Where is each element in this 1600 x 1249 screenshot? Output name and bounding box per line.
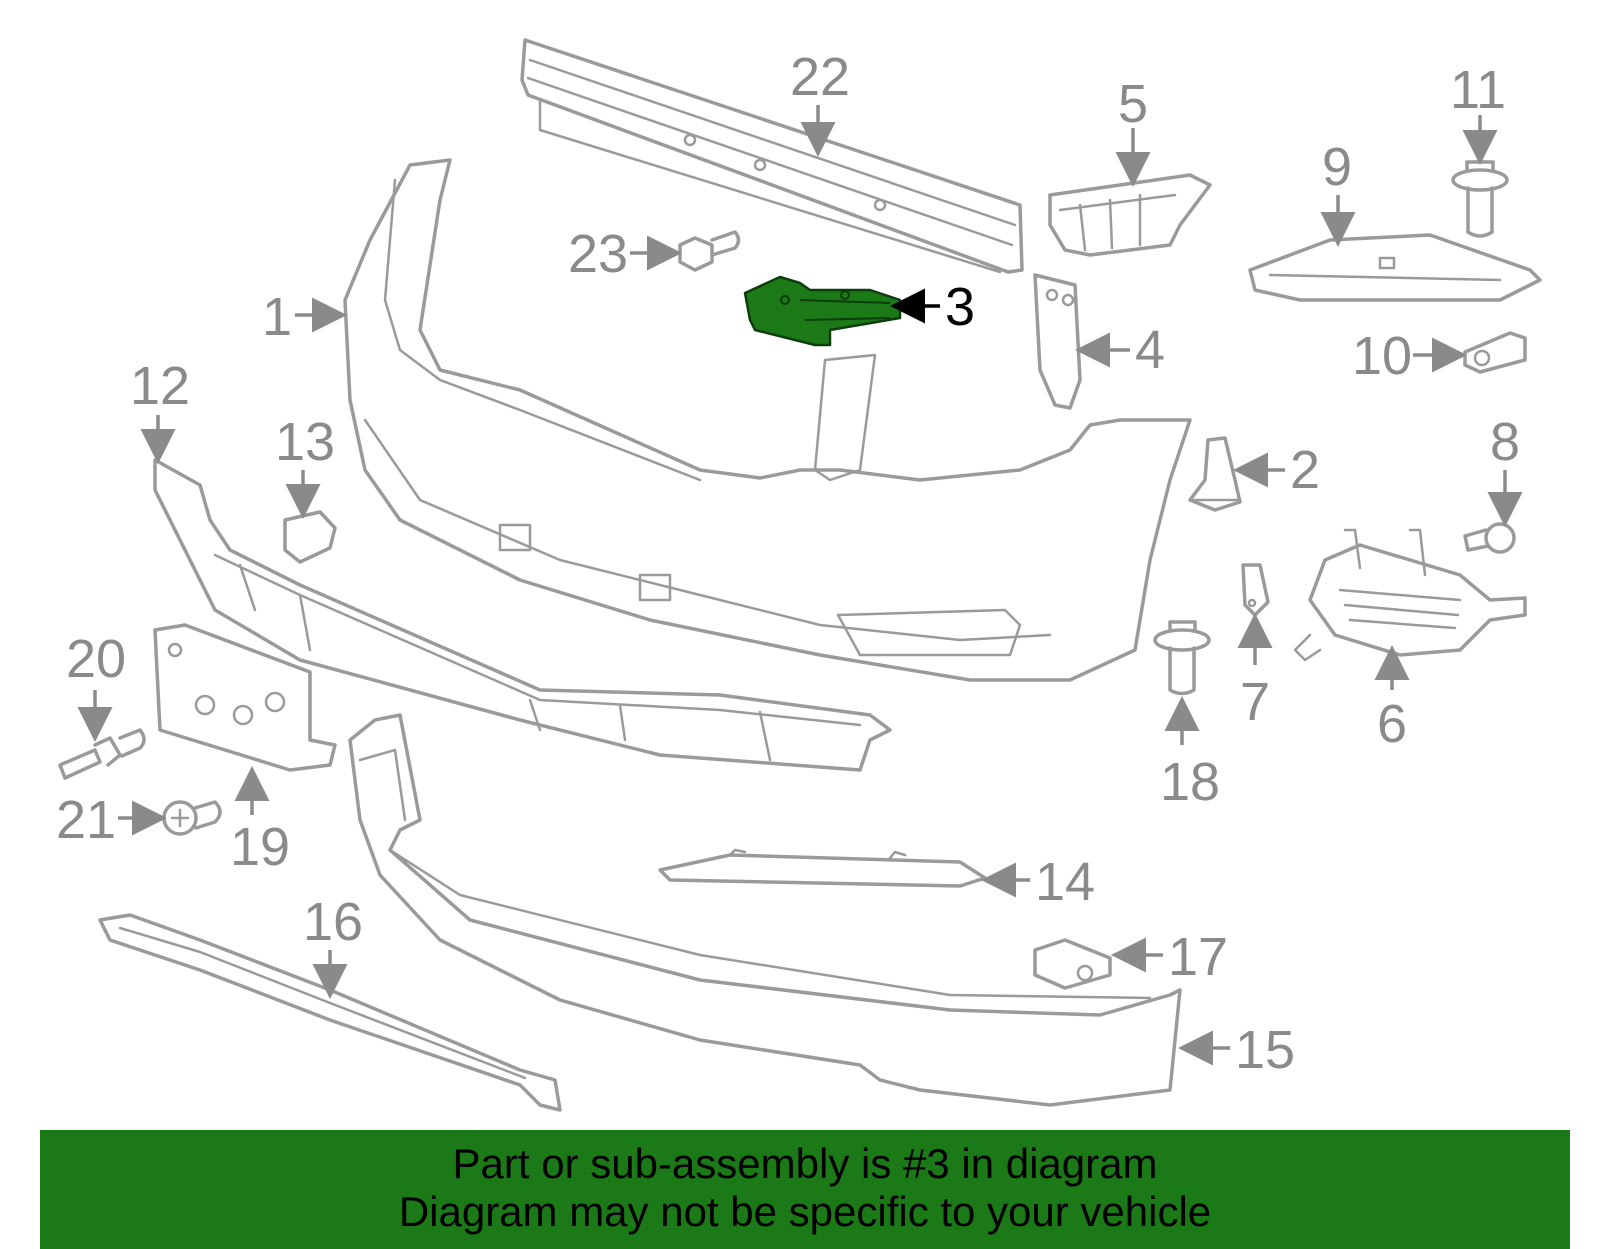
part-8-screw [1463, 522, 1516, 554]
svg-text:12: 12 [130, 356, 190, 416]
info-banner: Part or sub-assembly is #3 in diagram Di… [40, 1130, 1570, 1249]
callout-19: 19 [230, 766, 290, 877]
callout-4: 4 [1075, 320, 1165, 380]
svg-text:4: 4 [1135, 320, 1165, 380]
svg-text:8: 8 [1490, 412, 1520, 472]
callout-2: 2 [1233, 440, 1320, 500]
callout-6: 6 [1374, 645, 1410, 754]
svg-text:18: 18 [1160, 752, 1220, 812]
callout-13: 13 [275, 412, 335, 519]
svg-text:23: 23 [568, 224, 628, 284]
svg-text:2: 2 [1290, 440, 1320, 500]
callout-11: 11 [1450, 60, 1506, 165]
part-11-bolt [1451, 160, 1509, 238]
svg-text:16: 16 [303, 892, 363, 952]
callout-18: 18 [1160, 696, 1220, 812]
banner-line-1: Part or sub-assembly is #3 in diagram [452, 1140, 1158, 1187]
part-6-fog-lamp [1293, 528, 1527, 662]
svg-text:11: 11 [1450, 60, 1506, 120]
part-10-nut [1463, 331, 1527, 374]
part-14-trim-strip [658, 848, 987, 888]
svg-text:13: 13 [275, 412, 335, 472]
part-5-bracket [1048, 173, 1212, 257]
callout-15: 15 [1178, 1020, 1295, 1080]
callout-8: 8 [1487, 412, 1523, 527]
part-7-clip [1241, 563, 1270, 617]
part-19-license-bracket [153, 623, 337, 772]
svg-text:9: 9 [1322, 137, 1352, 197]
parts-diagram: 1 2 3 4 5 6 7 8 9 10 11 12 [56, 38, 1542, 1112]
part-12-molding [153, 458, 892, 772]
callout-17: 17 [1111, 927, 1228, 987]
svg-text:14: 14 [1035, 852, 1095, 912]
svg-text:21: 21 [56, 790, 116, 850]
part-23-bolt [678, 230, 741, 272]
part-18-bolt [1153, 620, 1211, 696]
svg-text:19: 19 [230, 817, 290, 877]
svg-text:17: 17 [1168, 927, 1228, 987]
callout-7: 7 [1237, 613, 1273, 732]
callout-12: 12 [130, 356, 190, 464]
svg-text:1: 1 [262, 287, 292, 347]
part-15-lower-valance [348, 713, 1182, 1107]
callout-10: 10 [1352, 326, 1467, 386]
banner-line-2: Diagram may not be specific to your vehi… [398, 1188, 1212, 1235]
part-9-deflector [1248, 233, 1542, 302]
svg-text:6: 6 [1377, 694, 1407, 754]
part-3-bracket-highlighted [743, 275, 902, 347]
callout-20: 20 [66, 629, 126, 742]
svg-text:7: 7 [1240, 672, 1270, 732]
svg-text:20: 20 [66, 629, 126, 689]
callout-1: 1 [262, 287, 347, 347]
part-22-impact-bar [520, 38, 1024, 274]
callout-21: 21 [56, 790, 167, 850]
callout-16: 16 [303, 892, 363, 999]
part-21-screw [162, 800, 222, 836]
callout-5: 5 [1115, 74, 1151, 187]
svg-text:5: 5 [1118, 74, 1148, 134]
callout-23: 23 [568, 224, 682, 284]
part-4-bracket [1033, 273, 1082, 410]
callout-14: 14 [981, 852, 1095, 912]
part-20-push-pin [58, 728, 146, 780]
part-13-clip [283, 510, 337, 564]
callout-9: 9 [1320, 137, 1356, 247]
svg-text:22: 22 [790, 47, 850, 107]
svg-text:10: 10 [1352, 326, 1412, 386]
callout-3: 3 [890, 277, 975, 337]
part-2-push-pin [1188, 436, 1242, 512]
callout-22: 22 [790, 47, 850, 157]
part-16-lower-molding [98, 913, 562, 1112]
part-17-nut [1033, 938, 1112, 990]
svg-text:3: 3 [945, 277, 975, 337]
part-1-bumper-cover [343, 158, 1192, 682]
svg-text:15: 15 [1235, 1020, 1295, 1080]
